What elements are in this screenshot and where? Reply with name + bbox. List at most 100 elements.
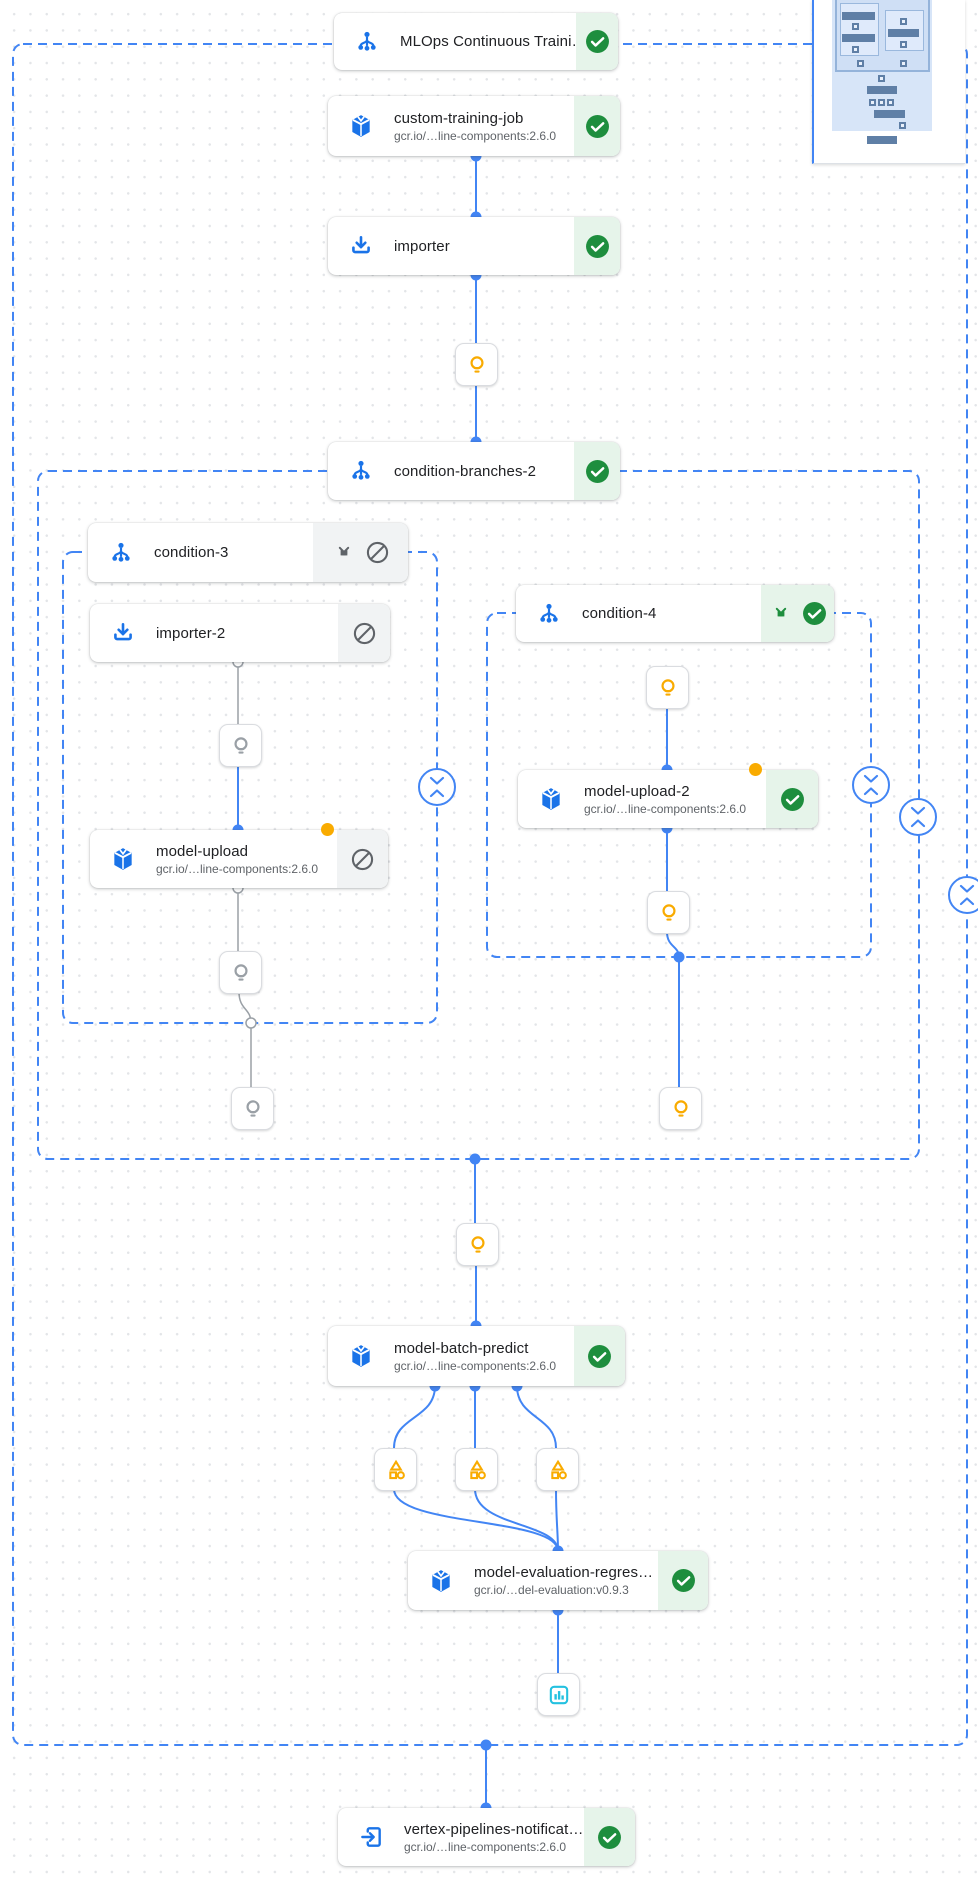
minimap-node <box>842 12 875 20</box>
check-circle-icon <box>585 234 609 258</box>
minimap-artifact <box>878 75 885 82</box>
node-title: condition-branches-2 <box>394 462 537 480</box>
artifact-node[interactable] <box>647 891 690 934</box>
node-vertex-pipelines-notification[interactable]: vertex-pipelines-notificat… gcr.io/…line… <box>338 1808 635 1866</box>
node-title: model-evaluation-regres… <box>474 1564 654 1581</box>
node-importer-2[interactable]: importer-2 <box>90 604 390 662</box>
minimap-artifact <box>857 60 864 67</box>
status-succeeded <box>574 217 620 275</box>
node-subtitle: gcr.io/…del-evaluation:v0.9.3 <box>474 1583 629 1597</box>
cube-icon <box>348 1343 374 1369</box>
artifact-node-skipped[interactable] <box>231 1087 274 1130</box>
minimap-artifact <box>900 41 907 48</box>
node-title: vertex-pipelines-notificat… <box>404 1820 584 1838</box>
status-succeeded <box>658 1551 708 1610</box>
minimap-artifact <box>899 122 906 129</box>
minimap-artifact <box>852 23 859 30</box>
metrics-artifact-node[interactable] <box>374 1448 417 1491</box>
collapse-pipeline-button[interactable] <box>948 876 978 914</box>
status-skipped <box>337 830 388 888</box>
metrics-artifact-node[interactable] <box>536 1448 579 1491</box>
minimap-artifact <box>887 99 894 106</box>
node-title: condition-3 <box>154 544 229 561</box>
node-title: model-upload <box>156 842 249 860</box>
node-model-upload-2[interactable]: model-upload-2 gcr.io/…line-components:2… <box>518 770 818 828</box>
lightbulb-icon <box>233 963 248 981</box>
artifact-node-skipped[interactable] <box>219 951 262 994</box>
node-title: importer <box>394 237 450 255</box>
node-model-upload[interactable]: model-upload gcr.io/…line-components:2.6… <box>90 830 388 888</box>
collapse-condition-4-button[interactable] <box>852 766 890 804</box>
branch-icon <box>354 29 380 55</box>
node-subtitle: gcr.io/…line-components:2.6.0 <box>394 1358 557 1373</box>
blocked-icon <box>366 541 388 564</box>
artifact-node[interactable] <box>456 1223 499 1266</box>
branch-icon <box>108 540 134 566</box>
artifact-node[interactable] <box>659 1087 702 1130</box>
blocked-icon <box>351 848 374 870</box>
check-circle-icon <box>671 1569 695 1592</box>
artifact-node[interactable] <box>455 343 498 386</box>
status-succeeded <box>574 1326 625 1386</box>
lightbulb-icon <box>245 1099 260 1117</box>
collapse-chevrons-icon <box>863 774 879 796</box>
minimap-node <box>867 86 897 94</box>
node-custom-training-job[interactable]: custom-training-job gcr.io/…line-compone… <box>328 96 620 156</box>
evaluation-chart-artifact-node[interactable] <box>537 1673 580 1716</box>
minimap-artifact <box>900 18 907 25</box>
node-title: importer-2 <box>156 624 226 642</box>
minimap-node <box>888 29 919 37</box>
node-subtitle: gcr.io/…line-components:2.6.0 <box>404 1839 567 1854</box>
node-subtitle: gcr.io/…line-components:2.6.0 <box>394 128 557 143</box>
status-succeeded <box>574 442 620 500</box>
status-succeeded <box>766 770 818 828</box>
collapse-condition-3-button[interactable] <box>418 768 456 806</box>
branch-icon <box>536 601 562 627</box>
metrics-icon <box>388 1459 405 1479</box>
metrics-artifact-node[interactable] <box>455 1448 498 1491</box>
cache-dot <box>749 763 762 776</box>
lightbulb-icon <box>661 903 676 921</box>
node-subtitle: gcr.io/…line-components:2.6.0 <box>156 861 319 876</box>
metrics-icon <box>469 1459 486 1479</box>
node-title: model-upload-2 <box>584 782 690 800</box>
collapse-chevrons-icon <box>910 806 926 828</box>
status-skipped <box>338 604 390 662</box>
node-mlops-pipeline[interactable]: MLOps Continuous Traini… <box>334 13 618 70</box>
cube-icon <box>538 786 564 812</box>
collapse-condition-branches-2-button[interactable] <box>899 798 937 836</box>
check-circle-icon <box>802 602 826 625</box>
subdag-arrows-icon[interactable] <box>332 541 356 565</box>
node-condition-3[interactable]: condition-3 <box>88 523 408 582</box>
node-title: condition-4 <box>582 605 657 622</box>
node-model-evaluation-regression[interactable]: model-evaluation-regres… gcr.io/…del-eva… <box>408 1551 708 1610</box>
minimap-node <box>874 110 905 118</box>
minimap-artifact <box>900 60 907 67</box>
artifact-node[interactable] <box>646 666 689 709</box>
status-succeeded <box>584 1808 635 1866</box>
artifact-node-skipped[interactable] <box>219 724 262 767</box>
download-icon <box>110 620 136 646</box>
minimap[interactable] <box>812 0 965 164</box>
subdag-arrows-icon[interactable] <box>769 602 793 626</box>
check-circle-icon <box>780 787 804 811</box>
node-condition-branches-2[interactable]: condition-branches-2 <box>328 442 620 500</box>
node-model-batch-predict[interactable]: model-batch-predict gcr.io/…line-compone… <box>328 1326 625 1386</box>
blocked-icon <box>353 622 375 644</box>
cube-icon <box>428 1568 454 1594</box>
node-title: custom-training-job <box>394 109 524 127</box>
minimap-group <box>840 3 879 56</box>
lightbulb-icon <box>469 355 484 373</box>
node-importer[interactable]: importer <box>328 217 620 275</box>
exit-to-app-icon <box>358 1824 384 1850</box>
branch-icon <box>348 458 374 484</box>
node-condition-4[interactable]: condition-4 <box>516 585 834 642</box>
status-succeeded <box>574 96 620 156</box>
minimap-node <box>842 34 875 42</box>
minimap-artifact <box>869 99 876 106</box>
lightbulb-icon <box>233 736 248 754</box>
cache-dot <box>321 823 334 836</box>
minimap-artifact <box>878 99 885 106</box>
